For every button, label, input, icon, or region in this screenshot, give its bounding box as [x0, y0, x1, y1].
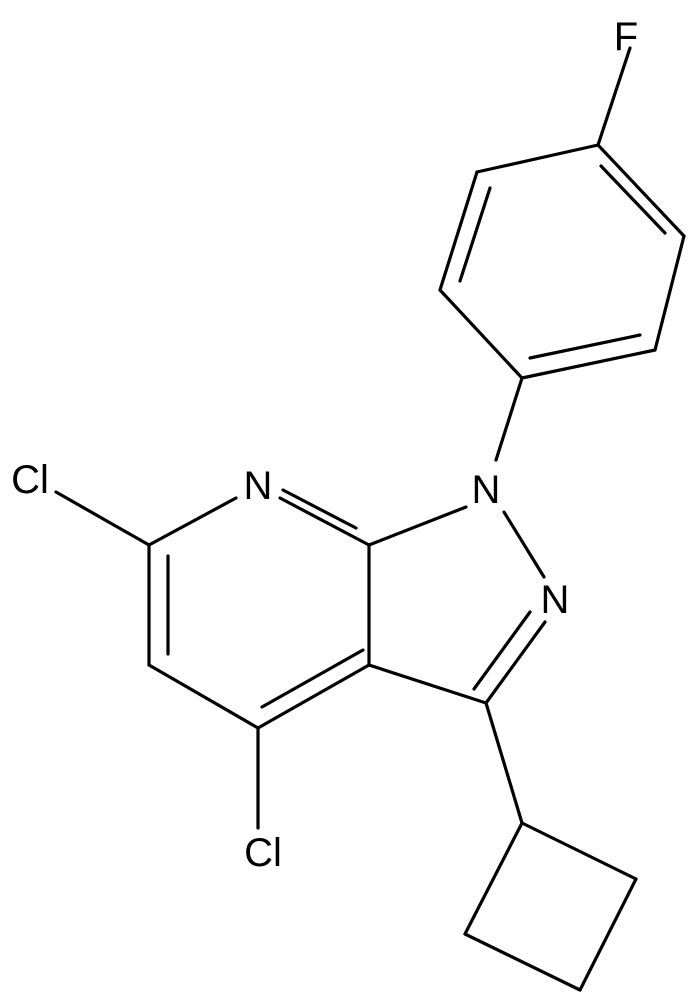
- bond-c4-f: [596, 46, 632, 147]
- bond-n2-c3-inner: [472, 610, 532, 691]
- bond-c5-c4: [147, 663, 260, 730]
- bond-n1-n2: [502, 510, 546, 579]
- bond-c6-cl: [54, 490, 151, 547]
- atom-label-chlorine-4: Cl: [244, 831, 282, 875]
- bond-c1-c2: [438, 288, 524, 380]
- atom-label-n2: N: [541, 578, 570, 622]
- bond-c7a-npy: [278, 496, 371, 547]
- pyrazolopyridine-core: [54, 488, 547, 830]
- bond-c4-c3a: [256, 663, 371, 730]
- bond-npy-c6: [147, 496, 238, 547]
- atom-label-chlorine-6: Cl: [11, 458, 49, 502]
- fluorophenyl-ring: [438, 46, 686, 380]
- bond-cb2-cb3: [463, 932, 582, 992]
- bond-n1-phenyl: [494, 376, 524, 462]
- bond-c2-c3-inner: [458, 186, 492, 283]
- atom-label-n1: N: [472, 468, 501, 512]
- bond-c4-c3a-inner: [260, 648, 365, 709]
- bond-c6-c1-inner: [528, 333, 642, 360]
- bond-c3-c4: [475, 143, 600, 174]
- bond-c2-c3: [438, 170, 479, 292]
- bond-c7a-n1: [367, 505, 468, 547]
- cyclobutyl-ring: [463, 701, 638, 992]
- bond-c6-c1: [520, 348, 657, 380]
- bond-c3-c3a: [367, 663, 488, 705]
- bond-c5-c6: [653, 234, 686, 352]
- atom-label-fluorine: F: [614, 15, 638, 59]
- bond-cb3-cb4: [578, 877, 638, 992]
- bond-c7a-npy-inner: [281, 488, 358, 530]
- bond-cb1-cb2: [463, 821, 524, 936]
- bond-n2-c3: [484, 620, 547, 705]
- bond-c4-c5: [596, 143, 686, 238]
- bond-cb4-cb1: [520, 821, 638, 881]
- bond-c4-c5-inner: [599, 164, 667, 235]
- atom-label-pyridine-n: N: [244, 464, 273, 508]
- bond-c3-cyclobutyl: [484, 701, 524, 825]
